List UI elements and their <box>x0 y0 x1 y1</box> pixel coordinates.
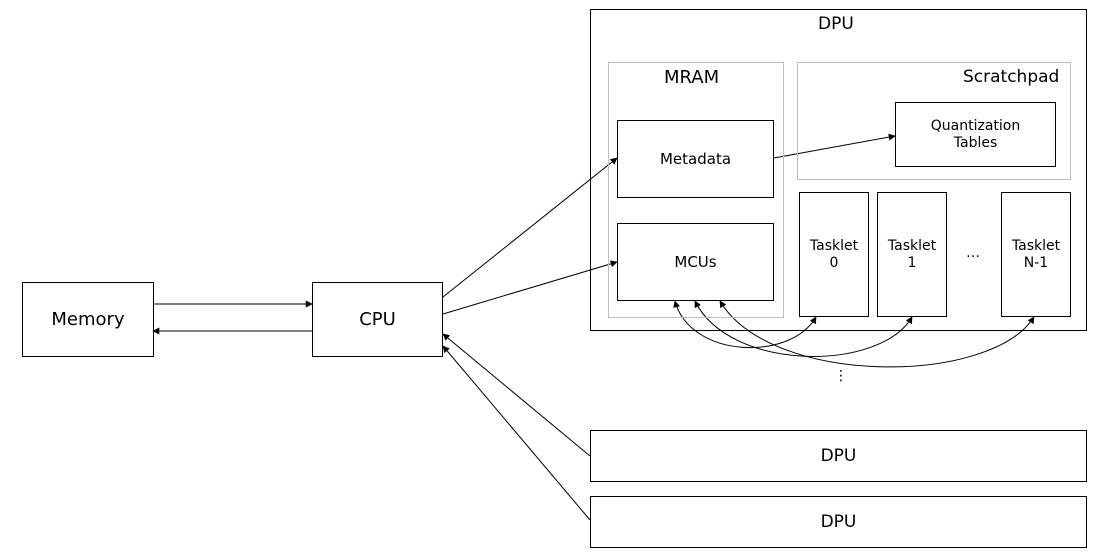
tasklet-n1-box: Tasklet N-1 <box>1001 192 1071 317</box>
quantization-tables-box: Quantization Tables <box>895 102 1056 167</box>
arrow-mcus-tasklet-0 <box>673 300 817 349</box>
dpu-3-box: DPU <box>590 496 1087 548</box>
memory-box: Memory <box>22 282 154 357</box>
dpu-main-box <box>590 9 1087 331</box>
arrow-metadata-to-quantization-tables <box>773 133 896 159</box>
scratchpad-region <box>797 62 1071 180</box>
cpu-box: CPU <box>312 282 443 357</box>
tasklet-ellipsis: … <box>966 245 980 261</box>
arrow-dpu-2-to-cpu <box>442 333 591 457</box>
dpu-2-box: DPU <box>590 430 1087 482</box>
mram-region <box>608 62 784 318</box>
scratchpad-label: Scratchpad <box>963 67 1060 87</box>
metadata-box: Metadata <box>617 120 774 198</box>
arrow-dpu-3-to-cpu <box>442 345 591 521</box>
arrow-cpu-to-mcus <box>442 260 618 315</box>
dpu-ellipsis: ⋮ <box>834 368 848 384</box>
dpu-main-label: DPU <box>818 14 854 34</box>
mram-label: MRAM <box>664 67 720 88</box>
arrow-cpu-to-metadata <box>442 157 618 298</box>
tasklet-0-box: Tasklet 0 <box>799 192 869 317</box>
mcus-box: MCUs <box>617 223 774 301</box>
tasklet-1-box: Tasklet 1 <box>877 192 947 317</box>
